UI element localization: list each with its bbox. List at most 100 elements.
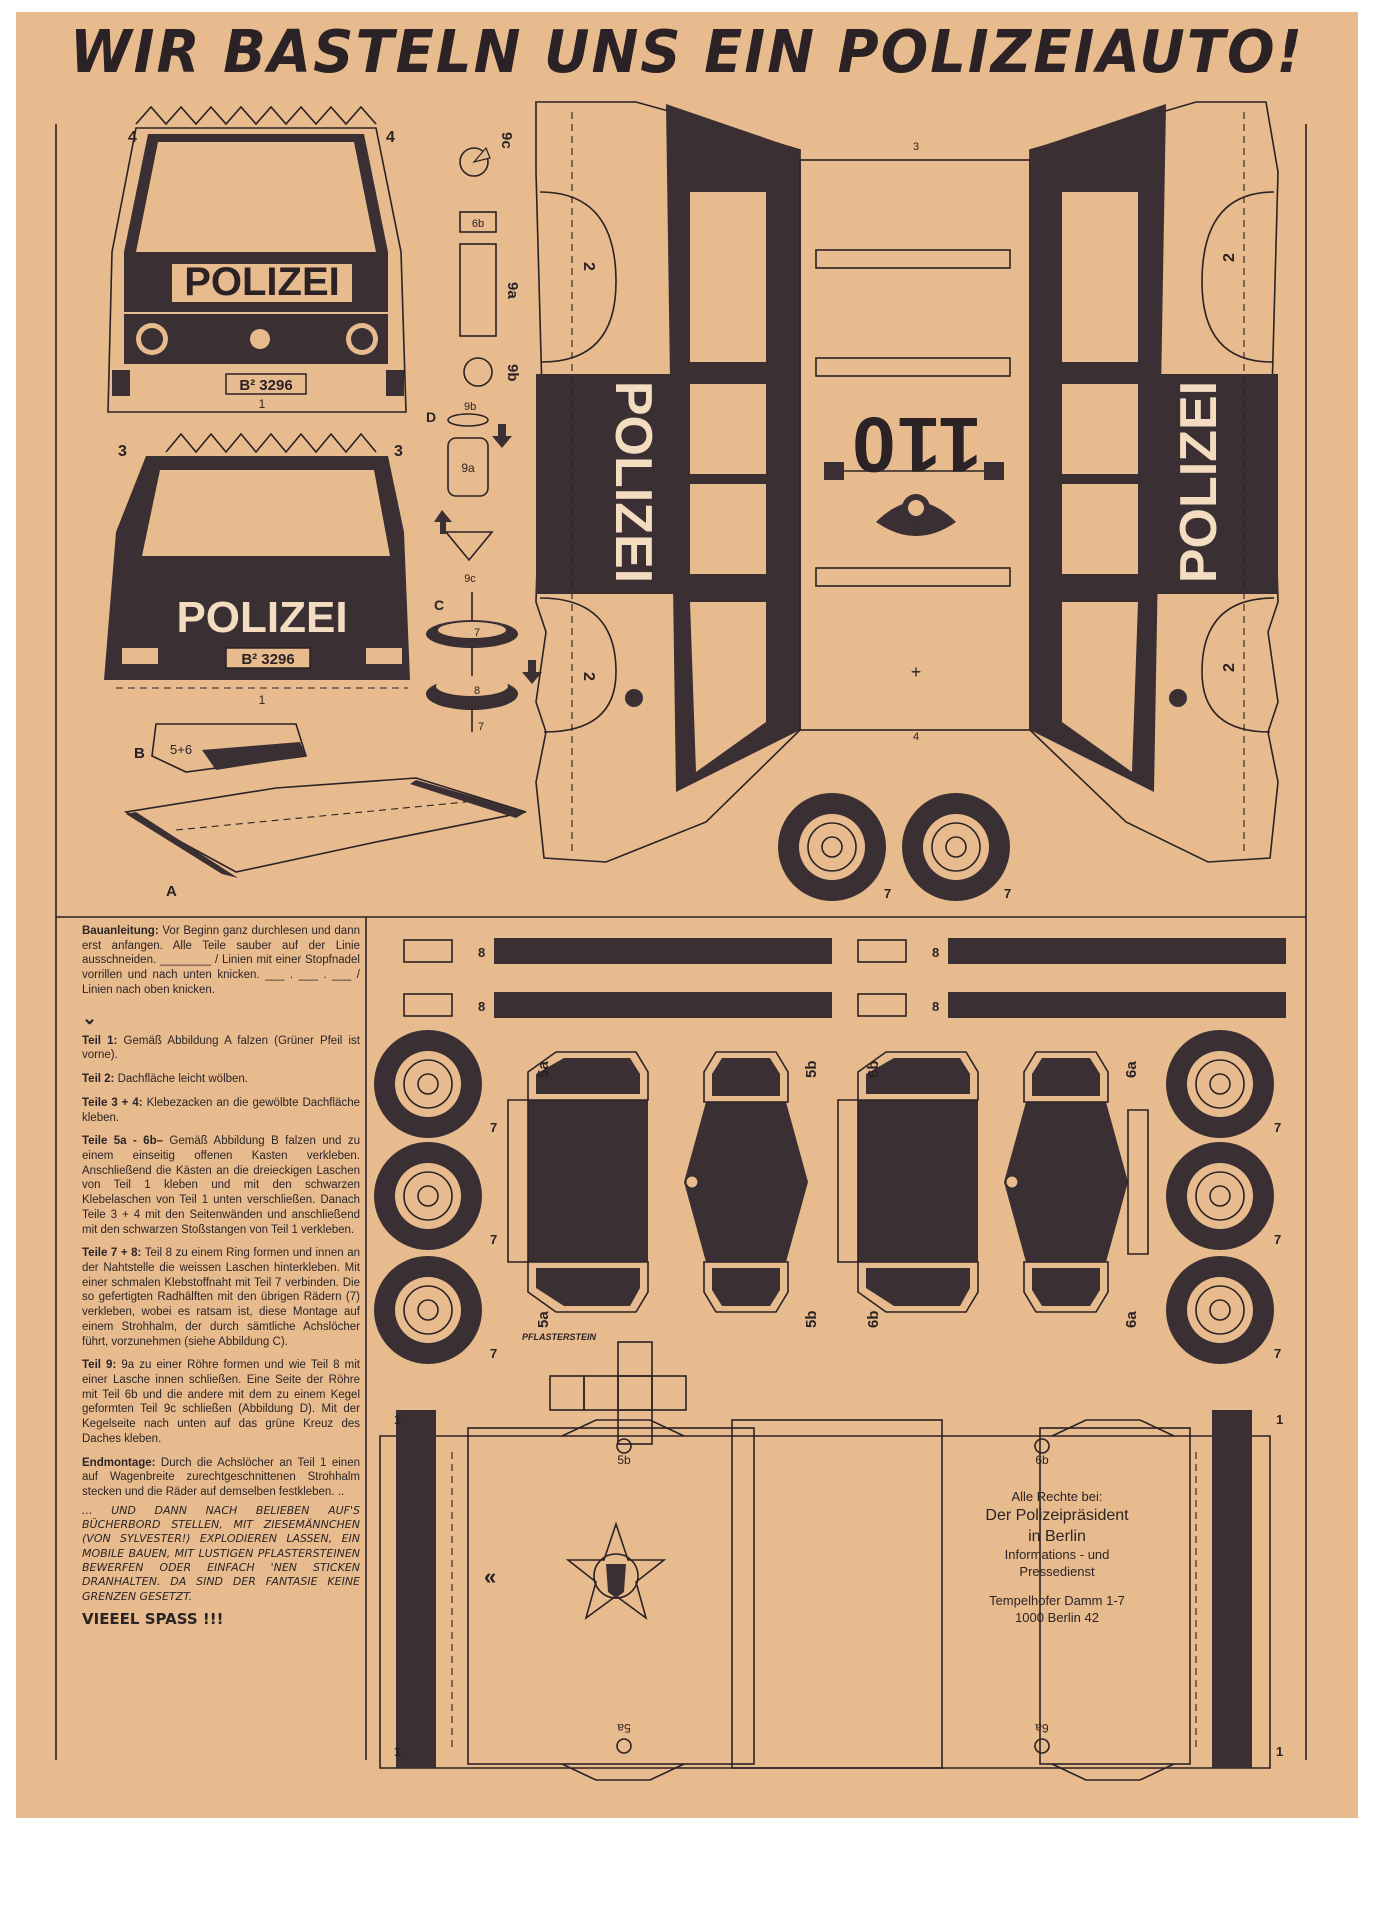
- instr-t9-text: 9a zu einer Röhre formen und wie Teil 8 …: [82, 1359, 360, 1445]
- label-9a: 9a: [504, 282, 521, 299]
- diag-d-tube: [447, 437, 489, 497]
- undercarriage-label-1-right-top: 1: [1276, 1412, 1283, 1427]
- instr-t2-text: Dachfläche leicht wölben.: [117, 1073, 249, 1086]
- instr-teil-9: Teil 9: 9a zu einer Röhre formen und wie…: [82, 1358, 360, 1446]
- diag-c-wheel-bottom-inner: [436, 676, 508, 696]
- front-headlight-right-lens: [351, 328, 373, 350]
- diag-d-arrow-down: [492, 424, 512, 448]
- wheel-roof-left-rim: [799, 814, 865, 880]
- wheel-right-3-label: 7: [1274, 1346, 1281, 1361]
- front-glue-teeth: [135, 105, 377, 126]
- instr-t56-text: Gemäß Abbildung B falzen und zu einem ei…: [82, 1135, 360, 1236]
- wheel-left-3: [374, 1256, 482, 1364]
- front-body-outline: [107, 127, 407, 413]
- undercarriage-5a-label: 5a: [617, 1721, 631, 1735]
- roof-label-3: 3: [913, 141, 919, 153]
- strip-label-2: 8: [478, 999, 485, 1014]
- wheel-roof-right-ring: [931, 822, 981, 872]
- instr-teile-7-8: Teile 7 + 8: Teil 8 zu einem Ring formen…: [82, 1246, 360, 1349]
- forward-arrow-icon: «: [484, 1564, 496, 1589]
- diag-c-7b-label: 7: [478, 721, 484, 733]
- front-view-part-4: POLIZEI B² 3296 4 4 1: [107, 105, 407, 413]
- instr-t2-title: Teil 2:: [82, 1073, 115, 1086]
- part-9c-notch: [472, 146, 491, 164]
- right-side-panel-outline: [1029, 101, 1279, 863]
- part-9c-cone: [459, 147, 489, 177]
- strip-tab-1: [403, 939, 453, 963]
- axle-hole-front-bottom: [616, 1738, 632, 1754]
- left-polizei-text: POLIZEI: [604, 381, 662, 583]
- rights-line-7: 1000 Berlin 42: [1015, 1610, 1099, 1626]
- rear-plate-text: B² 3296: [241, 651, 294, 668]
- left-window-rear: [690, 484, 766, 574]
- wheel-left-1: [374, 1030, 482, 1138]
- left-wheel-arch-rear: [539, 597, 617, 733]
- rear-label-3-left: 3: [118, 443, 127, 460]
- front-sign-plate: [172, 264, 352, 302]
- rear-glue-teeth: [165, 432, 377, 454]
- front-windshield: [136, 142, 376, 252]
- net-6a-label-bottom: 6a: [1123, 1311, 1140, 1328]
- right-police-star: [1169, 689, 1187, 707]
- diag-d-disc: [447, 413, 489, 427]
- axle-hole-front-top: [616, 1438, 632, 1454]
- left-window-mid: [690, 384, 766, 474]
- roof-rail-top: [815, 249, 1011, 269]
- strip-label-3: 8: [932, 945, 939, 960]
- front-bumper-right: [386, 370, 404, 396]
- wheel-roof-right-hub: [945, 836, 967, 858]
- right-wheel-arch-rear: [1201, 597, 1275, 733]
- chassis-a-fold: [175, 801, 467, 831]
- undercarriage-front-panel: [467, 1427, 755, 1765]
- left-wheel-arch-front: [539, 191, 617, 363]
- diag-d-9a-label: 9a: [461, 461, 475, 475]
- box-b-shadow: [202, 742, 306, 770]
- front-license-plate: [225, 373, 307, 395]
- front-vw-badge: [250, 329, 270, 349]
- left-label-2-rear: 2: [580, 672, 597, 681]
- rear-polizei-text: POLIZEI: [176, 593, 347, 642]
- strip-label-1: 8: [478, 945, 485, 960]
- wheel-roof-left-ring: [807, 822, 857, 872]
- strip-bar-3: [948, 938, 1286, 964]
- instr-t1-title: Teil 1:: [82, 1034, 118, 1047]
- left-window-back: [690, 602, 766, 772]
- chassis-a-right-bumper: [410, 780, 526, 818]
- wheels-under-roof: 7 7: [778, 793, 1011, 901]
- instr-t34-title: Teile 3 + 4:: [82, 1096, 143, 1109]
- right-polizei-text: POLIZEI: [1170, 381, 1228, 583]
- part-9b-disc: [463, 357, 493, 387]
- right-window-mid: [1062, 384, 1138, 474]
- left-label-2-front: 2: [580, 262, 597, 271]
- label-9c: 9c: [498, 132, 515, 149]
- instr-endmontage: Endmontage: Durch die Achslöcher an Teil…: [82, 1456, 360, 1500]
- diag-c-7-label: 7: [474, 627, 480, 639]
- rights-line-3: in Berlin: [1028, 1527, 1086, 1545]
- instr-intro-title: Bauanleitung:: [82, 925, 159, 937]
- wheel-right-1-label: 7: [1274, 1120, 1281, 1135]
- instr-end-title: Endmontage:: [82, 1456, 156, 1469]
- rights-line-6: Tempelhofer Damm 1-7: [989, 1593, 1125, 1609]
- wheel-right-2: [1166, 1142, 1274, 1250]
- rear-label-3-right: 3: [394, 443, 403, 460]
- front-headlight-left-lens: [141, 328, 163, 350]
- net-5b-label-top: 5b: [803, 1060, 820, 1078]
- left-window-front: [690, 192, 766, 362]
- front-bumper-left: [112, 370, 130, 396]
- diag-d-9c-label: 9c: [464, 573, 476, 585]
- box-net-5b: 5b 5b: [684, 1051, 820, 1328]
- chassis-a-outline: [123, 777, 527, 873]
- left-police-star: [625, 689, 643, 707]
- wheel-left-1-label: 7: [490, 1120, 497, 1135]
- roof-110-text: 110: [850, 401, 982, 489]
- copyright-notice: Alle Rechte bei: Der Polizeipräsident in…: [962, 1489, 1152, 1627]
- strip-tab-2: [403, 993, 453, 1017]
- wheels-part-7: 7 7 7 7 7 7: [374, 1030, 1281, 1364]
- pflasterstein-label: PFLASTERSTEIN: [522, 1332, 597, 1342]
- rights-line-1: Alle Rechte bei:: [1011, 1489, 1103, 1504]
- rear-light-left: [122, 648, 158, 664]
- diag-c-arrow-down: [522, 660, 542, 684]
- diag-d-9b-label: 9b: [464, 401, 476, 413]
- assembly-instructions: Bauanleitung: Vor Beginn ganz durchlesen…: [82, 924, 360, 1629]
- wheel-right-1: [1166, 1030, 1274, 1138]
